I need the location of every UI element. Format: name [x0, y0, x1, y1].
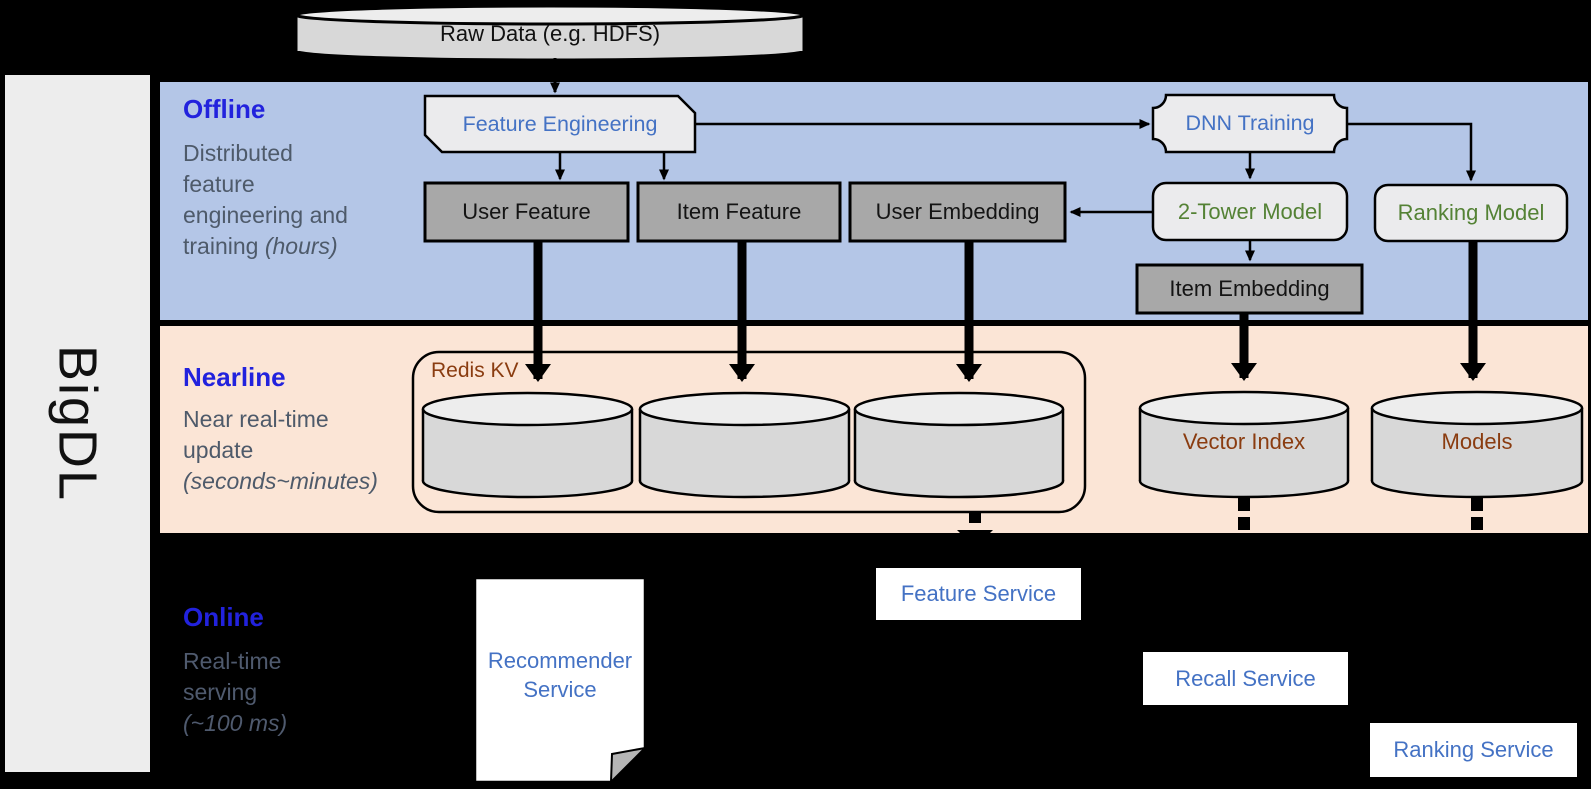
user-embedding-label: User Embedding — [875, 199, 1040, 224]
offline-desc-line-3: engineering and — [183, 202, 348, 228]
online-desc-line-1: Real-time — [183, 648, 282, 674]
recommender-service-shape — [473, 576, 648, 785]
feature-engineering-shape — [423, 94, 697, 154]
dashed-connector-models — [1471, 498, 1483, 530]
ranking-service-shape — [1370, 723, 1580, 786]
offline-lane-description: Distributed feature engineering and trai… — [183, 138, 433, 262]
bigdl-sidebar: BigDL — [5, 75, 150, 772]
nearline-desc-line-1: Near real-time — [183, 406, 329, 432]
feature-engineering-label: Feature Engineering — [462, 111, 658, 136]
dnn-training-shape — [1151, 93, 1349, 154]
offline-desc-duration: (hours) — [264, 233, 338, 259]
online-desc-line-2: serving — [183, 679, 258, 705]
item-embedding-shape — [1135, 263, 1364, 315]
nearline-desc-line-2: update — [183, 437, 254, 463]
dnn-training-label: DNN Training — [1185, 111, 1315, 135]
recall-service-label: Recall Service — [1175, 665, 1316, 691]
bigdl-label: BigDL — [47, 344, 108, 503]
nearline-lane-description: Near real-time update (seconds~minutes) — [183, 404, 433, 497]
arrow-dnn-to-ranking-model — [1347, 122, 1476, 182]
user-embedding-shape — [848, 181, 1067, 243]
online-lane-title: Online — [183, 602, 264, 632]
recommender-service-label: Recommender Service — [487, 648, 633, 702]
models-cylinder — [1370, 390, 1584, 499]
nearline-desc-duration: (seconds~minutes) — [183, 468, 378, 494]
offline-desc-line-2: feature — [183, 171, 255, 197]
vector-index-label: Vector Index — [1182, 429, 1306, 454]
raw-data-label: Raw Data (e.g. HDFS) — [439, 21, 661, 46]
item-embedding-label: Item Embedding — [1169, 276, 1330, 301]
redis-cylinder-3 — [853, 391, 1065, 499]
raw-data-cylinder — [294, 4, 806, 62]
user-feature-shape — [423, 181, 630, 243]
feature-service-shape — [876, 568, 1084, 629]
offline-desc-line-4: training (hours) — [183, 233, 338, 259]
online-desc-duration: (~100 ms) — [183, 710, 288, 736]
models-label: Models — [1441, 429, 1513, 454]
nearline-lane-title: Nearline — [183, 362, 286, 392]
offline-lane-title: Offline — [183, 94, 266, 124]
dashed-connector-vector-index — [1238, 498, 1250, 530]
offline-desc-line-1: Distributed — [183, 140, 293, 166]
dashed-arrow-redis-to-feature-service — [957, 512, 993, 548]
vector-index-cylinder — [1138, 390, 1350, 499]
two-tower-model-label: 2-Tower Model — [1177, 198, 1323, 224]
item-feature-shape — [636, 181, 842, 243]
user-feature-label: User Feature — [462, 199, 591, 224]
item-feature-label: Item Feature — [676, 199, 802, 224]
recall-service-shape — [1143, 652, 1351, 714]
feature-service-label: Feature Service — [900, 581, 1057, 606]
redis-cylinder-2 — [638, 391, 851, 499]
ranking-service-label: Ranking Service — [1393, 737, 1554, 762]
online-lane-description: Real-time serving (~100 ms) — [183, 646, 363, 739]
redis-kv-container — [411, 350, 1087, 514]
redis-kv-label: Redis KV — [431, 359, 519, 382]
ranking-model-label: Ranking Model — [1397, 200, 1545, 225]
redis-cylinder-1 — [421, 391, 634, 499]
